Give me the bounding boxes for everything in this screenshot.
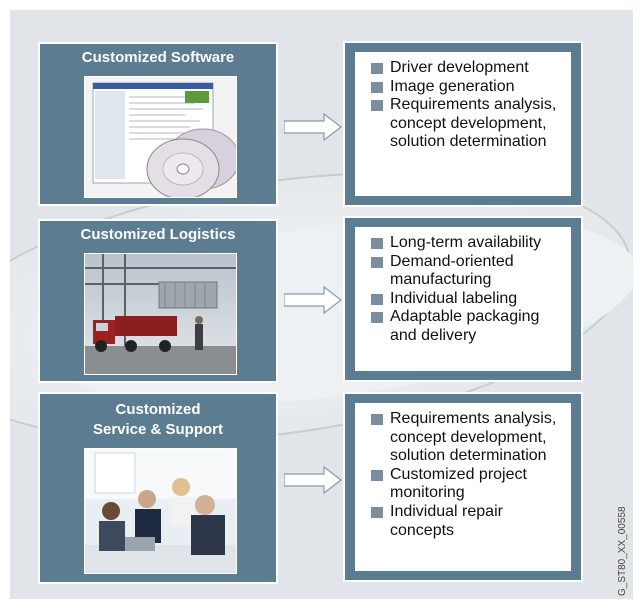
arrow-right-icon: [284, 465, 342, 495]
service-box: Customized Service & Support: [38, 392, 278, 584]
bullet-square-icon: [371, 506, 383, 518]
bullet-square-icon: [371, 100, 383, 112]
bullet-square-icon: [371, 469, 383, 481]
arrow-right-icon: [284, 112, 342, 142]
bullet-square-icon: [371, 81, 383, 93]
bullet-square-icon: [371, 312, 383, 324]
logistics-list: Long-term availability Demand-oriented m…: [355, 227, 571, 346]
logistics-details-panel: Long-term availability Demand-oriented m…: [355, 227, 571, 371]
logistics-title: Customized Logistics: [80, 226, 236, 243]
list-item: Customized project monitoring: [369, 466, 567, 503]
bullet-square-icon: [371, 293, 383, 305]
software-box: Customized Software: [38, 42, 278, 206]
service-details-panel: Requirements analysis, concept developme…: [355, 403, 571, 571]
logistics-box: Customized Logistics: [38, 219, 278, 383]
service-title-line1: Customized: [115, 401, 201, 418]
bullet-square-icon: [371, 256, 383, 268]
arrow-right-icon: [284, 285, 342, 315]
bullet-square-icon: [371, 63, 383, 74]
software-details-box: Driver development Image generation Requ…: [343, 41, 583, 207]
service-title: Customized Service & Support: [40, 400, 276, 440]
software-screenshot-with-cds: [85, 77, 236, 197]
logistics-photo: [84, 253, 237, 375]
list-item: Individual labeling: [369, 290, 567, 309]
list-item: Image generation: [369, 78, 567, 97]
list-item: Requirements analysis, concept developme…: [369, 410, 567, 466]
bullet-square-icon: [371, 238, 383, 249]
list-item: Individual repair concepts: [369, 503, 567, 540]
business-meeting-photo: [85, 449, 236, 573]
bullet-square-icon: [371, 414, 383, 425]
list-item: Demand-oriented manufacturing: [369, 253, 567, 290]
service-details-box: Requirements analysis, concept developme…: [343, 392, 583, 582]
list-item: Requirements analysis, concept developme…: [369, 96, 567, 152]
list-item: Adaptable packaging and delivery: [369, 308, 567, 345]
container-crane-truck-photo: [85, 254, 236, 374]
service-title-line2: Service & Support: [92, 421, 224, 438]
service-list: Requirements analysis, concept developme…: [355, 403, 571, 540]
image-id-label: G_ST80_XX_00558: [617, 506, 628, 596]
logistics-details-box: Long-term availability Demand-oriented m…: [343, 216, 583, 382]
list-item: Long-term availability: [369, 234, 567, 253]
software-list: Driver development Image generation Requ…: [355, 52, 571, 152]
software-details-panel: Driver development Image generation Requ…: [355, 52, 571, 196]
software-title: Customized Software: [81, 49, 235, 66]
list-item: Driver development: [369, 59, 567, 78]
service-photo: [84, 448, 237, 574]
software-photo: [84, 76, 237, 198]
